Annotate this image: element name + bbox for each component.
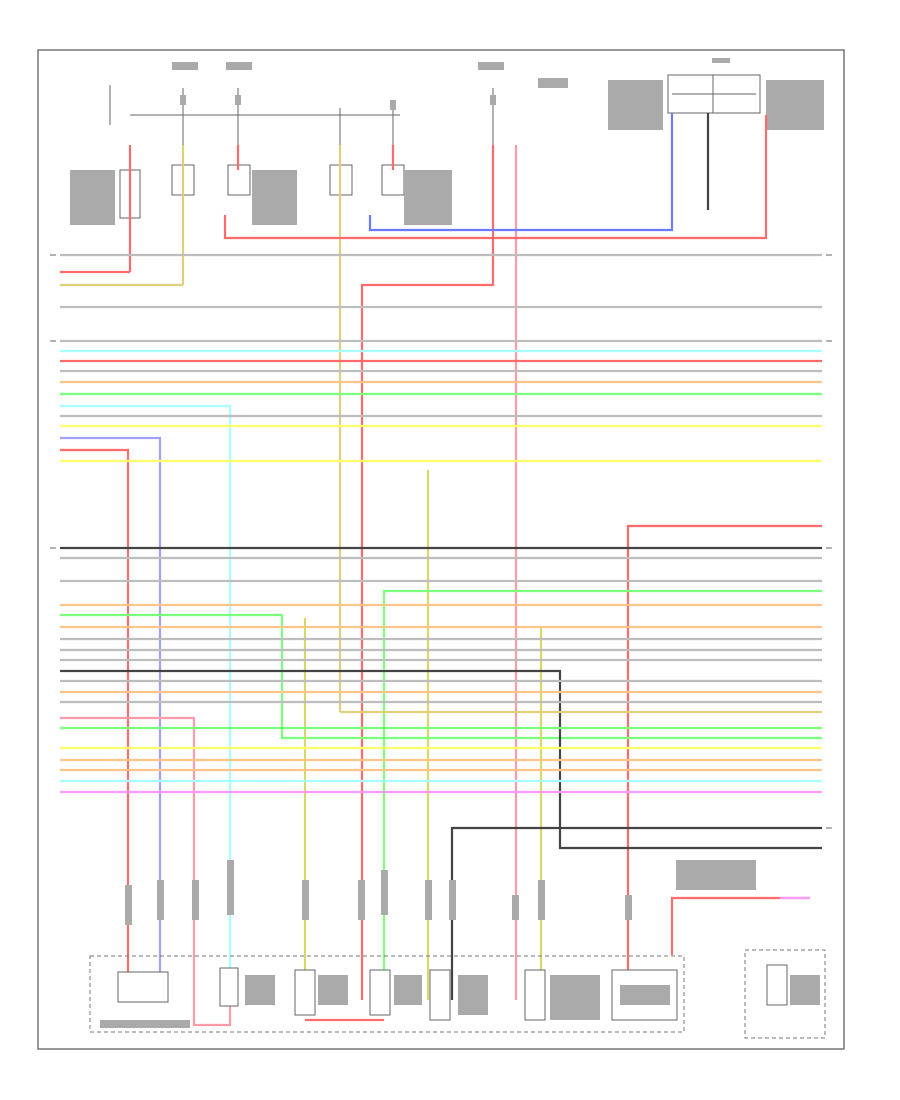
harness-bundle-2 [60,546,822,1027]
harness-top [60,253,822,309]
fuel-sender [766,964,788,1006]
harness-bundle-1 [60,339,822,1000]
sensor-a [219,967,239,1007]
sensor-d [429,969,451,1021]
diagram-frame [37,49,845,1050]
sensor-c [369,969,391,1016]
bottom-connector-labels [125,860,756,925]
fuse-supply-group [109,58,730,145]
component-enclosure [89,955,685,1033]
transmission-solenoid [117,971,169,1003]
bottom-components [89,949,826,1039]
sensor-b [294,969,316,1016]
sensor-e [524,969,546,1021]
edge-pin-markers [50,254,832,829]
